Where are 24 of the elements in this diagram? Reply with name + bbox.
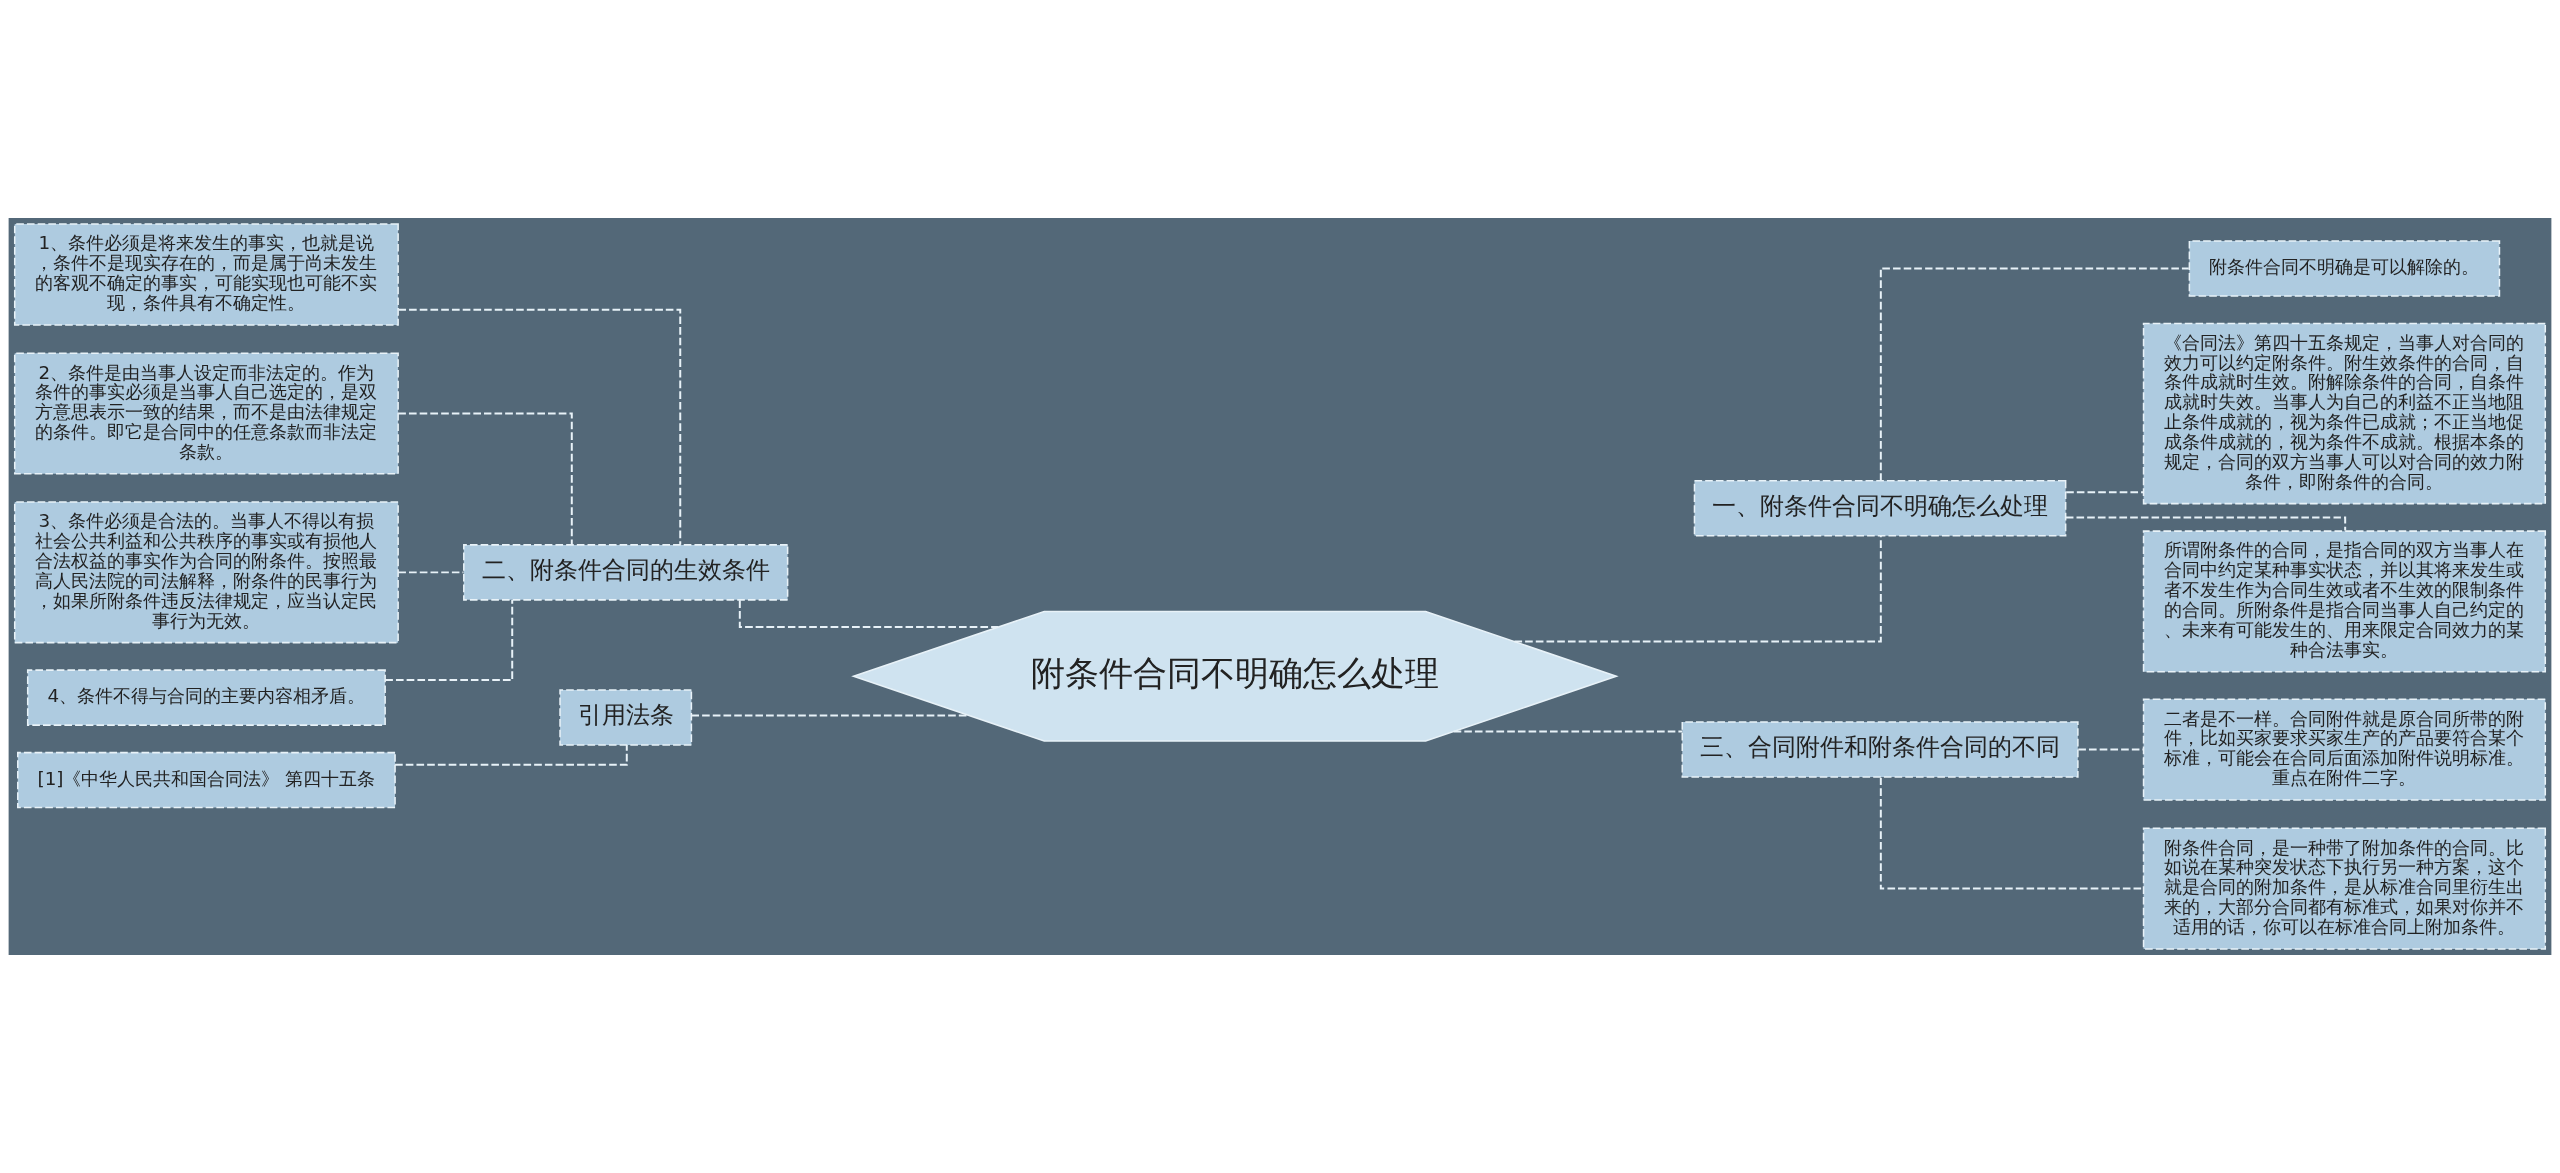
connector <box>1879 267 2190 482</box>
connector <box>2065 491 2145 494</box>
node-box: 附条件合同不明确是可以解除的。 <box>2188 240 2501 297</box>
node-box: 2、条件是由当事人设定而非法定的。作为条件的事实必须是当事人自己选定的，是双方意思表示一致的结果，而不是由法律规定的条件。即它是合同中的任意条款而非法定条款。 <box>13 352 399 475</box>
node-box: 一、附条件合同不明确怎么处理 <box>1693 479 2067 537</box>
node-box: 《合同法》第四十五条规定，当事人对合同的效力可以约定附条件。附生效条件的合同，自条件成就时生效。附解除条件的合同，自条件成就时失效。当事人为自己的利益不正当地阻止条件成就的，视为条件已成就；不正当地促成条件成就的，视为条件不成就。根据本条的规定，合同的双方当事人可以对合同的效力附条件，即附条件的合同。 <box>2142 322 2547 505</box>
node-box: 4、条件不得与合同的主要内容相矛盾。 <box>26 669 386 726</box>
connector <box>384 599 514 682</box>
connector <box>397 412 573 546</box>
node-box: 二者是不一样。合同附件就是原合同所带的附件，比如买家要求买家生产的产品要符合某个标准，可能会在合同后面添加附件说明标准。重点在附件二字。 <box>2142 698 2547 801</box>
node-box: 1、条件必须是将来发生的事实，也就是说，条件不是现实存在的，而是属于尚未发生的客观不确定的事实，可能实现也可能不实现，条件具有不确定性。 <box>13 223 399 326</box>
node-box: 附条件合同，是一种带了附加条件的合同。比如说在某种突发状态下执行另一种方案，这个就是合同的附加条件，是从标准合同里衍生出来的，大部分合同都有标准式，如果对你并不适用的话，你可以在标准合同上附加条件。 <box>2142 827 2547 950</box>
node-box: [1]《中华人民共和国合同法》 第四十五条 <box>17 751 396 809</box>
connector <box>2064 516 2347 532</box>
node-box: 三、合同附件和附条件合同的不同 <box>1681 721 2079 778</box>
connector <box>1452 730 1684 733</box>
connector <box>397 308 682 546</box>
connector <box>1513 534 1882 643</box>
node-box: 所谓附条件的合同，是指合同的双方当事人在合同中约定某种事实状态，并以其将来发生或者不发生作为合同生效或者不生效的限制条件的合同。所附条件是指合同当事人自己约定的、未来有可能发生的、用来限定合同效力的某种合法事实。 <box>2142 530 2547 673</box>
node-box: 3、条件必须是合法的。当事人不得以有损社会公共利益和公共秩序的事实或有损他人合法权益的事实作为合同的附条件。按照最高人民法院的司法解释，附条件的民事行为，如果所附条件违反法律规定，应当认定民事行为无效。 <box>13 501 399 644</box>
connector <box>397 571 465 574</box>
node-box: 二、附条件合同的生效条件 <box>463 544 789 601</box>
node-box: 引用法条 <box>559 689 693 746</box>
connector <box>2077 748 2145 751</box>
